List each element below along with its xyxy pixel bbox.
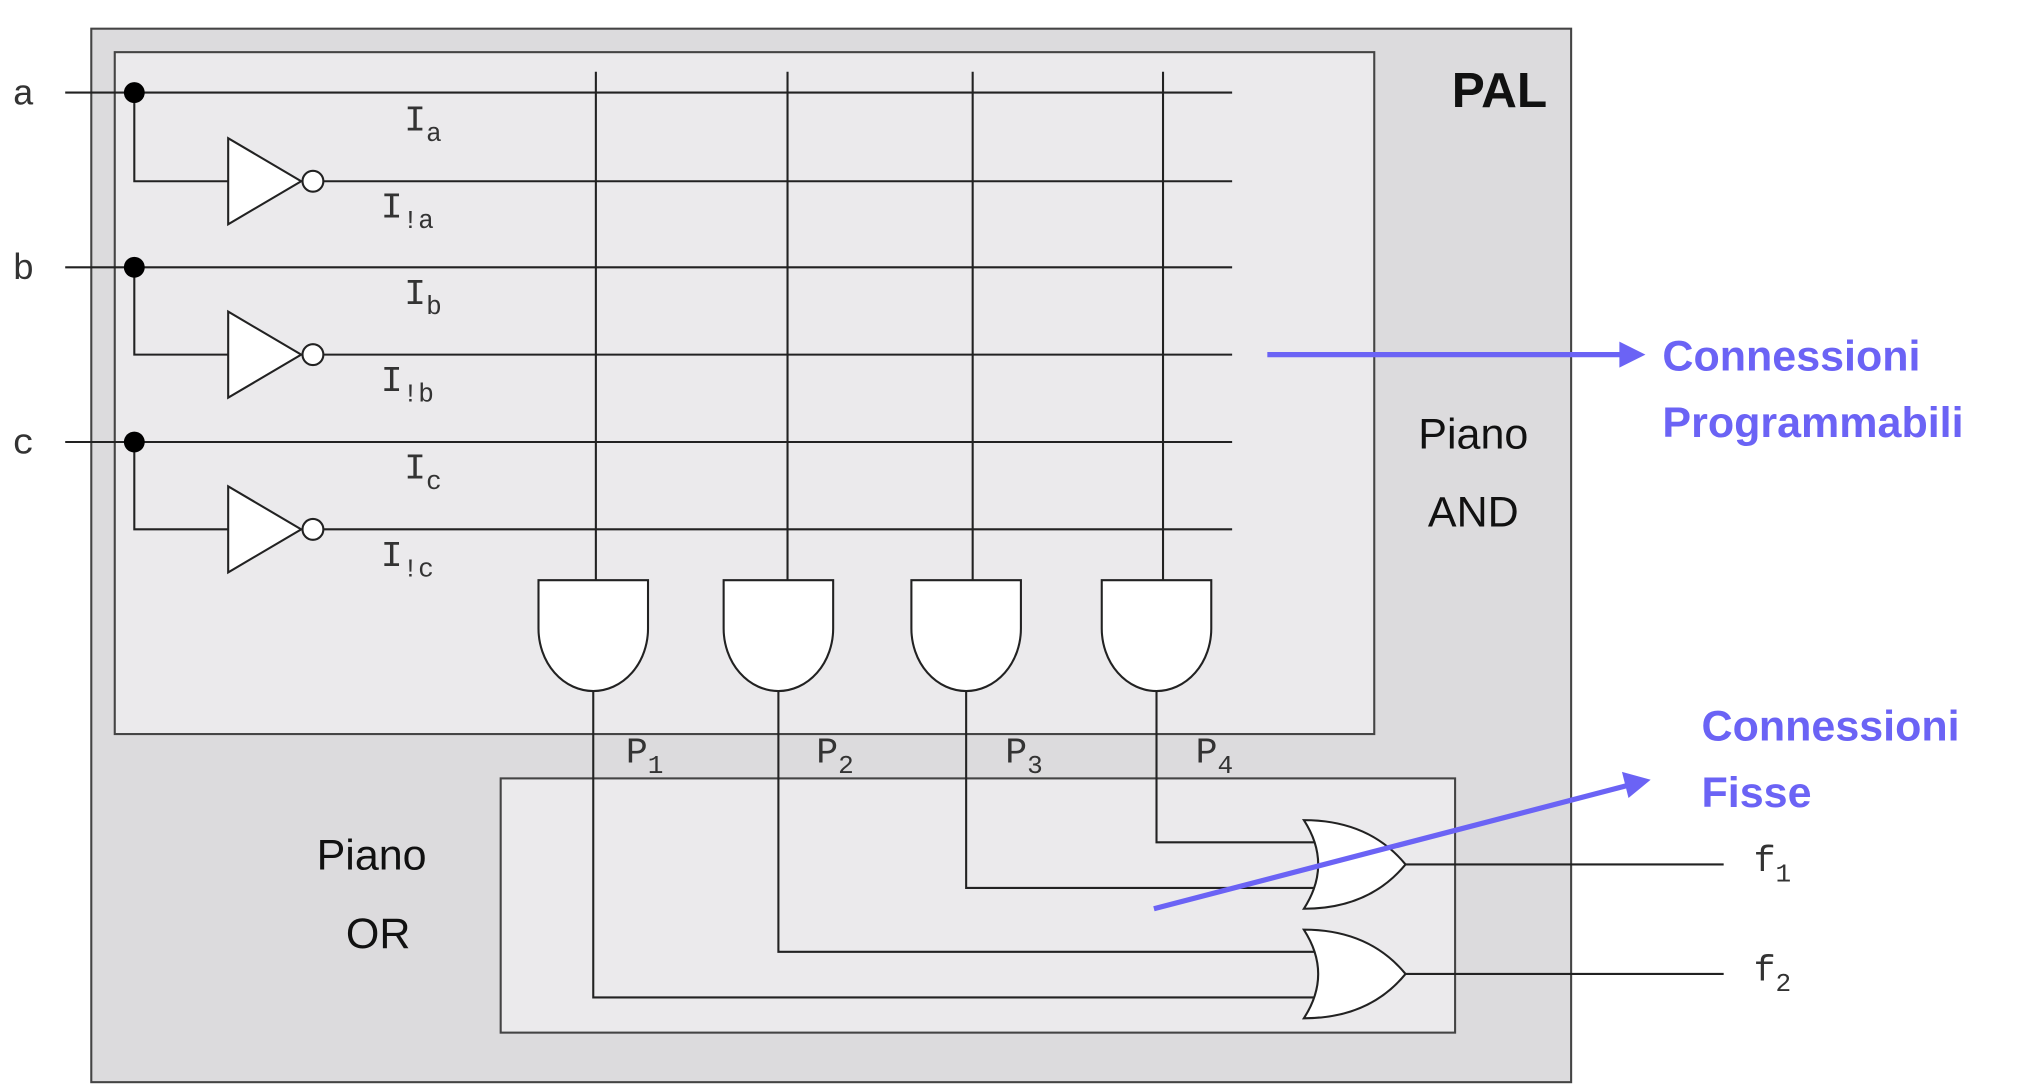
junction-dot <box>123 82 145 104</box>
junction-dot <box>123 431 145 453</box>
or-plane-box <box>499 777 1457 1034</box>
or-plane-label-1: Piano <box>317 832 427 880</box>
annotation-text: Connessioni <box>1662 332 1920 380</box>
output-label-f1: f1 <box>1754 841 1792 889</box>
branch-wire <box>133 441 229 531</box>
junction-dot <box>123 256 145 278</box>
line-label: I!c <box>381 536 434 584</box>
product-output-wire <box>965 691 1317 889</box>
branch-wire <box>133 267 229 356</box>
input-label-a: a <box>13 74 35 115</box>
input-label-b: b <box>13 249 35 290</box>
product-label-p4: P4 <box>1196 733 1234 781</box>
line-labels: Ia I!a Ib I!b Ic I!c <box>381 100 442 584</box>
inverter-bubble-icon <box>301 343 325 367</box>
arrowhead-icon <box>1621 771 1651 798</box>
arrow-fixed <box>1153 782 1631 912</box>
line-label: Ic <box>404 449 442 497</box>
product-output-wire <box>592 691 1317 999</box>
line-label: Ia <box>404 100 442 148</box>
inverter-bubble-icon <box>301 517 325 541</box>
and-plane-label-1: Piano <box>1418 411 1528 459</box>
output-label-f2: f2 <box>1754 950 1792 998</box>
line-label: I!b <box>381 361 434 409</box>
product-output-wire <box>1155 691 1317 844</box>
and-gate-icon <box>1100 579 1213 693</box>
annotation-text: Programmabili <box>1662 399 1963 447</box>
product-output-wire <box>777 691 1317 953</box>
annotation-text: Fisse <box>1702 769 1812 817</box>
branch-wire <box>133 92 229 183</box>
product-label-p3: P3 <box>1005 733 1043 781</box>
or-plane-label-2: OR <box>346 910 411 958</box>
not-gate-icon <box>227 309 304 400</box>
product-label-p2: P2 <box>816 733 854 781</box>
inverter-bubble-icon <box>301 169 325 193</box>
arrowhead-icon <box>1619 341 1646 368</box>
line-label: I!a <box>381 188 434 236</box>
programmable-connections-annotation: Connessioni Programmabili <box>1267 332 1964 447</box>
product-labels: P1 P2 P3 P4 <box>626 733 1233 781</box>
not-gate-icon <box>227 136 304 227</box>
product-label-p1: P1 <box>626 733 664 781</box>
line-label: Ib <box>404 274 442 322</box>
and-gate-icon <box>722 579 835 693</box>
annotation-text: Connessioni <box>1702 703 1960 751</box>
fixed-connections-annotation: Connessioni Fisse <box>1153 703 1960 912</box>
input-label-c: c <box>13 424 35 465</box>
wires <box>65 71 1724 1020</box>
and-gate-icon <box>910 579 1022 693</box>
not-gate-icon <box>227 484 304 575</box>
or-gate-icon <box>1301 928 1407 1020</box>
pal-title: PAL <box>1452 63 1547 118</box>
and-gate-icon <box>537 579 650 693</box>
and-plane-label-2: AND <box>1428 489 1519 537</box>
